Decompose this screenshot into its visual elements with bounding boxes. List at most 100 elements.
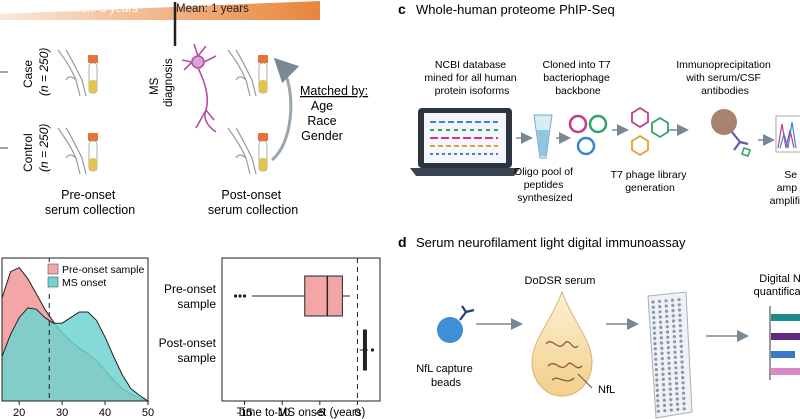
plate-well [680, 370, 685, 374]
immuno-step-label: Immunoprecipitation with serum/CSF antib… [676, 59, 773, 97]
matched-by-age: Age [311, 99, 333, 113]
matched-by-gender: Gender [301, 129, 343, 143]
plate-well [665, 314, 669, 318]
plate-well [651, 310, 656, 314]
pre-onset-collection-label: Pre-onset serum collection [45, 188, 135, 217]
plate-well [660, 346, 664, 350]
boxplot-frame [221, 257, 381, 402]
plate-well [658, 315, 662, 319]
plate-well [668, 377, 672, 381]
density-tick-label: 30 [56, 407, 68, 419]
seq-step-label: Se amp amplifi [770, 169, 800, 207]
digital-nfl-label: Digital NfL quantification [754, 273, 800, 298]
plate-well [659, 341, 664, 345]
plate-well [668, 387, 672, 391]
plate-well [655, 388, 659, 392]
plate-well [661, 383, 666, 387]
plate-well [652, 331, 657, 335]
boxplot-outlier [238, 294, 242, 298]
panel-c-title: Whole-human proteome PhIP-Seq [416, 2, 615, 17]
plate-well [678, 313, 682, 317]
plate-well [674, 376, 678, 380]
plate-well [679, 344, 683, 348]
plasmid-icon [568, 114, 608, 156]
plate-well [667, 366, 671, 370]
plate-well [652, 316, 656, 320]
panel-a-study-design: Mean: 5 years Mean: 1 years Case (n = 25… [0, 1, 368, 217]
plate-well [661, 377, 665, 381]
legend-swatch [47, 276, 59, 288]
plate-well [658, 305, 662, 309]
plate-well [675, 387, 679, 391]
plate-well [679, 334, 683, 338]
phage-icon [631, 106, 669, 157]
panel-d-title: Serum neurofilament light digital immuno… [416, 235, 686, 250]
plate-well [666, 335, 670, 339]
nfl-pointer [577, 373, 593, 389]
boxplot-xlabel: Time to MS onset (years) [237, 407, 366, 419]
oligo-tube-icon [533, 114, 553, 159]
dodsr-serum-label: DoDSR serum [525, 275, 596, 287]
plate-well [671, 319, 676, 323]
quantification-bars-icon [769, 306, 800, 380]
plate-well [655, 394, 660, 398]
plate-well [654, 362, 658, 366]
plate-well [676, 407, 680, 411]
plate-well [680, 360, 684, 364]
ncbi-step-label: NCBI database mined for all human protei… [424, 59, 519, 97]
legend-entry: Pre-onset sample [62, 264, 144, 276]
plate-well [665, 330, 670, 334]
boxplot-tick-label: 0 [354, 407, 360, 419]
plate-well [678, 324, 682, 328]
timeline-mean-1: Mean: 1 years [176, 3, 249, 15]
plate-well [681, 391, 686, 395]
legend-background [46, 262, 146, 290]
density-tick-label: 50 [142, 407, 154, 419]
plate-well [677, 303, 681, 307]
capture-beads-label: NfL capture beads [416, 363, 476, 389]
case-label: Case [21, 60, 35, 88]
plate-well [674, 366, 678, 370]
legend-entry: MS onset [62, 277, 106, 289]
plate-well [656, 404, 660, 408]
plate-well [664, 309, 669, 313]
density-frame [1, 257, 149, 402]
plate-well [664, 304, 668, 308]
plate-well [669, 398, 673, 402]
control-n-label: (n = 250) [37, 124, 51, 172]
boxplot-outlier [233, 294, 238, 298]
plate-well [664, 299, 668, 303]
plate-well [666, 346, 670, 350]
plate-well [666, 351, 671, 355]
plate-well [672, 340, 677, 344]
plate-well [675, 392, 679, 396]
plate-well [673, 350, 677, 354]
plate-well [659, 336, 663, 340]
post-onset-collection-label: Post-onset serum collection [208, 188, 298, 217]
plate-well [655, 378, 659, 382]
panel-d-immunoassay: d Serum neurofilament light digital immu… [398, 234, 800, 419]
plate-well [657, 299, 662, 303]
plate-well [663, 409, 667, 413]
plate-well [654, 368, 658, 372]
boxplot-tick-label: -15 [237, 407, 253, 419]
plate-well [652, 326, 656, 330]
plate-well [660, 362, 665, 366]
ms-diagnosis-label: MS diagnosis [149, 58, 175, 107]
plate-well [675, 397, 679, 401]
plate-well [674, 371, 678, 375]
plate-well [656, 409, 660, 413]
plate-well [661, 372, 665, 376]
plate-well [674, 381, 679, 385]
laptop-icon [410, 108, 520, 176]
plate-well [672, 329, 676, 333]
plate-well [654, 357, 658, 361]
density-tick-label: 40 [99, 407, 111, 419]
plate-well [662, 388, 666, 392]
serum-tube-icon [88, 133, 98, 172]
plate-well [667, 356, 671, 360]
plate-well [678, 329, 683, 333]
arm-icon [227, 49, 257, 97]
